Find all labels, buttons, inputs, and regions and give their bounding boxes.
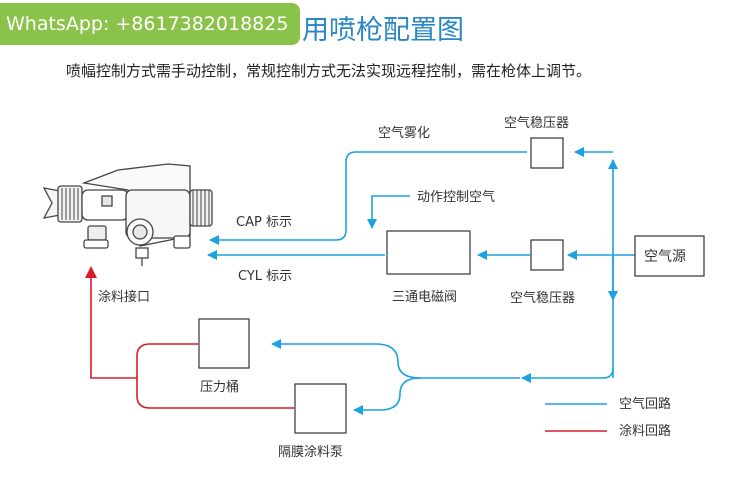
paint-circuit — [85, 266, 294, 409]
page-subtitle: 喷幅控制方式需手动控制，常规控制方式无法实现远程控制，需在枪体上调节。 — [66, 62, 592, 80]
label-air-regulator-bottom: 空气稳压器 — [510, 290, 575, 306]
return-line — [521, 367, 614, 383]
to-pressure-tank — [271, 339, 520, 379]
label-pressure-tank: 压力桶 — [200, 380, 239, 395]
label-pump: 隔膜涂料泵 — [278, 444, 343, 460]
label-cyl: CYL 标示 — [238, 269, 292, 284]
pressure-tank-box — [198, 318, 250, 369]
air-regulator-top-box — [530, 137, 564, 169]
label-cap: CAP 标示 — [236, 215, 292, 230]
solenoid-valve-box — [386, 230, 471, 275]
tank-paint-out — [136, 343, 294, 409]
label-paint-inlet: 涂料接口 — [98, 289, 150, 305]
legend-air-label: 空气回路 — [619, 396, 671, 412]
legend: 空气回路 涂料回路 — [545, 396, 671, 439]
legend-paint-label: 涂料回路 — [619, 423, 671, 439]
air-regulator-bottom-box — [530, 239, 564, 271]
air-source-box — [634, 235, 705, 277]
label-air-atomize: 空气雾化 — [378, 125, 430, 141]
action-air-line — [367, 195, 410, 229]
atomize-line — [209, 151, 527, 245]
paint-to-inlet — [85, 266, 137, 379]
spray-gun-icon — [42, 163, 213, 266]
air-circuit — [207, 147, 635, 415]
label-air-regulator-top: 空气稳压器 — [504, 115, 569, 131]
label-action-air: 动作控制空气 — [417, 189, 495, 205]
label-solenoid: 三通电磁阀 — [392, 290, 457, 305]
to-pump — [353, 377, 421, 415]
diaphragm-pump-box — [294, 383, 347, 434]
page-title: 用喷枪配置图 — [302, 15, 464, 46]
whatsapp-badge[interactable]: WhatsApp: +8617382018825 — [0, 3, 300, 45]
label-air-source: 空气源 — [644, 249, 686, 265]
